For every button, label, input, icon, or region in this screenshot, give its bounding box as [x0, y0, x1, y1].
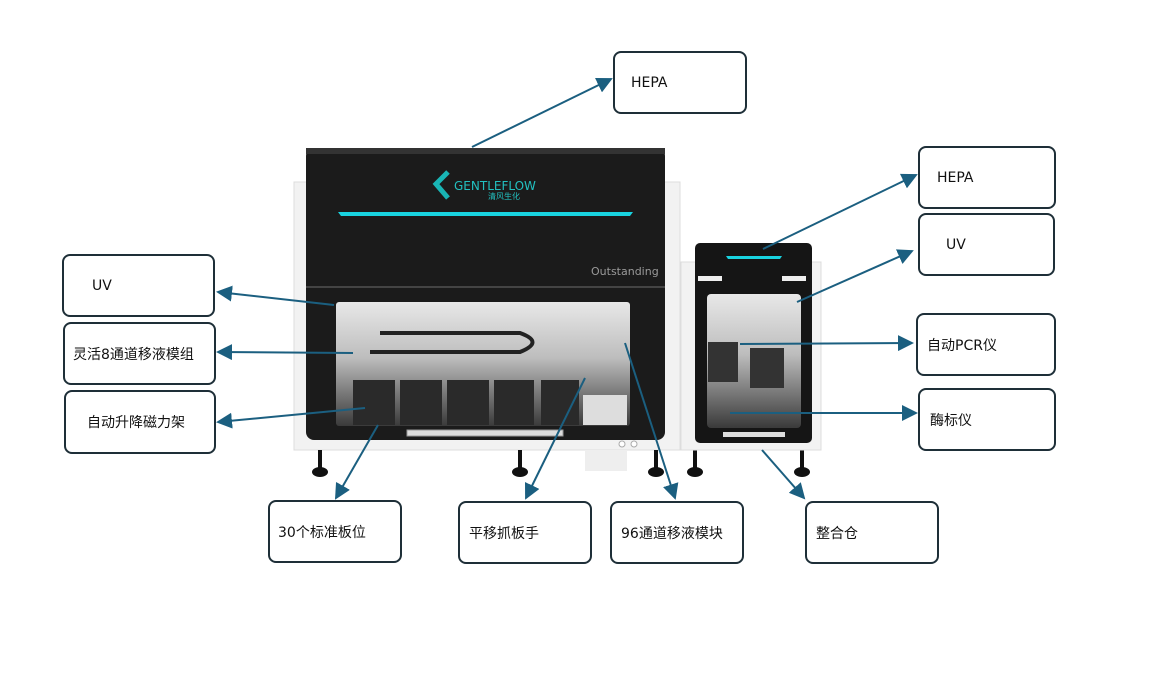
model-text: Outstanding	[591, 265, 659, 278]
label-uv-main: UV	[62, 254, 215, 317]
label-plate-reader: 酶标仪	[918, 388, 1056, 451]
label-text: 96通道移液模块	[621, 525, 723, 542]
brand-name-cn: 清风生化	[488, 191, 520, 201]
label-uv-side: UV	[918, 213, 1055, 276]
label-96ch-pipetting: 96通道移液模块	[610, 501, 744, 564]
label-text: HEPA	[937, 169, 974, 186]
brand-name: GENTLEFLOW	[454, 179, 536, 193]
label-8ch-pipetting: 灵活8通道移液模组	[63, 322, 216, 385]
accent-light-bar	[338, 212, 633, 216]
label-magnetic-rack: 自动升降磁力架	[64, 390, 216, 454]
label-text: 酶标仪	[930, 412, 972, 429]
label-integration-bay: 整合仓	[805, 501, 939, 564]
label-text: 30个标准板位	[278, 524, 366, 541]
label-text: 平移抓板手	[469, 525, 539, 542]
brand-logo	[432, 170, 450, 200]
label-text: 灵活8通道移液模组	[73, 346, 194, 363]
label-gripper: 平移抓板手	[458, 501, 592, 564]
label-text: 自动PCR仪	[927, 337, 997, 354]
label-hepa-side: HEPA	[918, 146, 1056, 209]
label-text: HEPA	[631, 74, 668, 91]
label-text: UV	[92, 277, 112, 294]
label-pcr: 自动PCR仪	[916, 313, 1056, 376]
label-hepa-main: HEPA	[613, 51, 747, 114]
callout-arrows	[216, 77, 918, 500]
label-plate-positions: 30个标准板位	[268, 500, 402, 563]
label-text: UV	[946, 236, 966, 253]
label-text: 自动升降磁力架	[87, 415, 185, 431]
label-text: 整合仓	[816, 525, 858, 542]
